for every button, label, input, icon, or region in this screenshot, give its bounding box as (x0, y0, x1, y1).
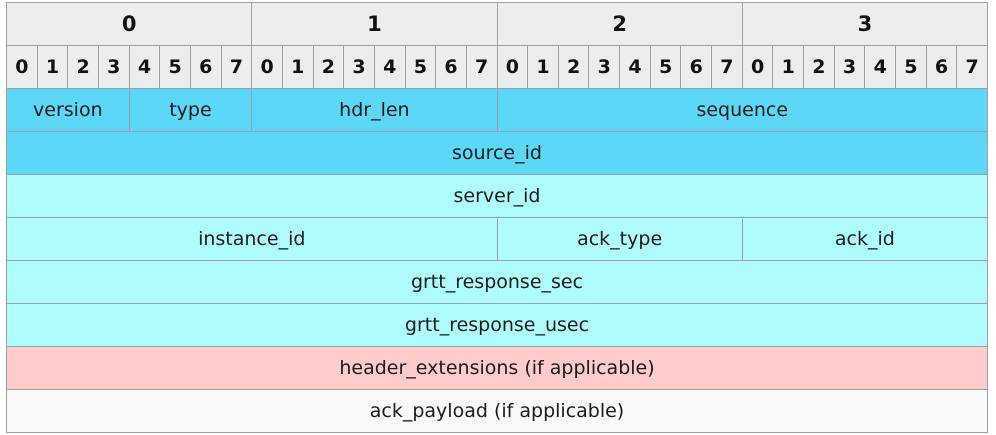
bit-offset-cell: 6 (925, 45, 958, 89)
packet-field-sequence: sequence (496, 88, 988, 132)
byte-offset-cell: 3 (741, 2, 989, 46)
bit-offset-cell: 4 (128, 45, 161, 89)
bit-offset-cell: 6 (189, 45, 222, 89)
bit-offset-cell: 3 (588, 45, 621, 89)
bit-offset-cell: 0 (741, 45, 774, 89)
byte-offset-cell: 1 (251, 2, 498, 46)
packet-field-ack-payload: ack_payload (if applicable) (6, 389, 988, 433)
bit-offset-cell: 5 (159, 45, 191, 89)
bit-offset-cell: 1 (36, 45, 69, 89)
packet-field-row: header_extensions (if applicable) (6, 346, 988, 390)
bit-offset-cell: 6 (680, 45, 713, 89)
packet-field-version: version (6, 88, 130, 132)
packet-field-grtt-response-sec: grtt_response_sec (6, 260, 988, 304)
bit-offset-cell: 0 (496, 45, 529, 89)
packet-field-row: server_id (6, 174, 988, 218)
bit-offset-cell: 5 (404, 45, 437, 89)
bit-offset-cell: 2 (67, 45, 99, 89)
bit-offset-cell: 7 (220, 45, 253, 89)
bit-offset-cell: 1 (527, 45, 559, 89)
bit-offset-cell: 3 (833, 45, 866, 89)
bit-offset-cell: 4 (373, 45, 406, 89)
packet-field-source-id: source_id (6, 131, 988, 175)
bit-offset-cell: 2 (803, 45, 835, 89)
bit-offset-cell: 5 (649, 45, 682, 89)
packet-field-row: ack_payload (if applicable) (6, 389, 988, 433)
packet-field-grtt-response-usec: grtt_response_usec (6, 303, 988, 347)
bit-offset-cell: 3 (343, 45, 375, 89)
bit-offset-cell: 7 (711, 45, 743, 89)
packet-field-row: grtt_response_sec (6, 260, 988, 304)
bit-offset-cell: 5 (895, 45, 927, 89)
packet-field-instance-id: instance_id (6, 217, 498, 261)
byte-offset-cell: 0 (5, 2, 253, 46)
packet-field-row: source_id (6, 131, 988, 175)
packet-field-server-id: server_id (6, 174, 988, 218)
bit-offset-cell: 7 (956, 45, 988, 89)
packet-field-hdr-len: hdr_len (251, 88, 498, 132)
bit-offset-cell: 2 (312, 45, 345, 89)
byte-offset-cell: 2 (496, 2, 743, 46)
bit-offset-cell: 3 (97, 45, 130, 89)
packet-field-header-extensions: header_extensions (if applicable) (6, 346, 988, 390)
bit-offset-cell: 4 (619, 45, 651, 89)
packet-field-ack-type: ack_type (496, 217, 743, 261)
bit-offset-cell: 6 (435, 45, 467, 89)
packet-field-row: grtt_response_usec (6, 303, 988, 347)
bit-offset-cell: 0 (251, 45, 283, 89)
bit-offset-cell: 2 (557, 45, 590, 89)
bit-offset-cell: 0 (6, 45, 38, 89)
bit-offset-cell: 4 (864, 45, 897, 89)
bit-offset-cell: 1 (772, 45, 805, 89)
packet-field-type: type (128, 88, 253, 132)
bit-offset-cell: 1 (281, 45, 314, 89)
packet-field-ack-id: ack_id (741, 217, 989, 261)
bit-offset-cell: 7 (465, 45, 498, 89)
